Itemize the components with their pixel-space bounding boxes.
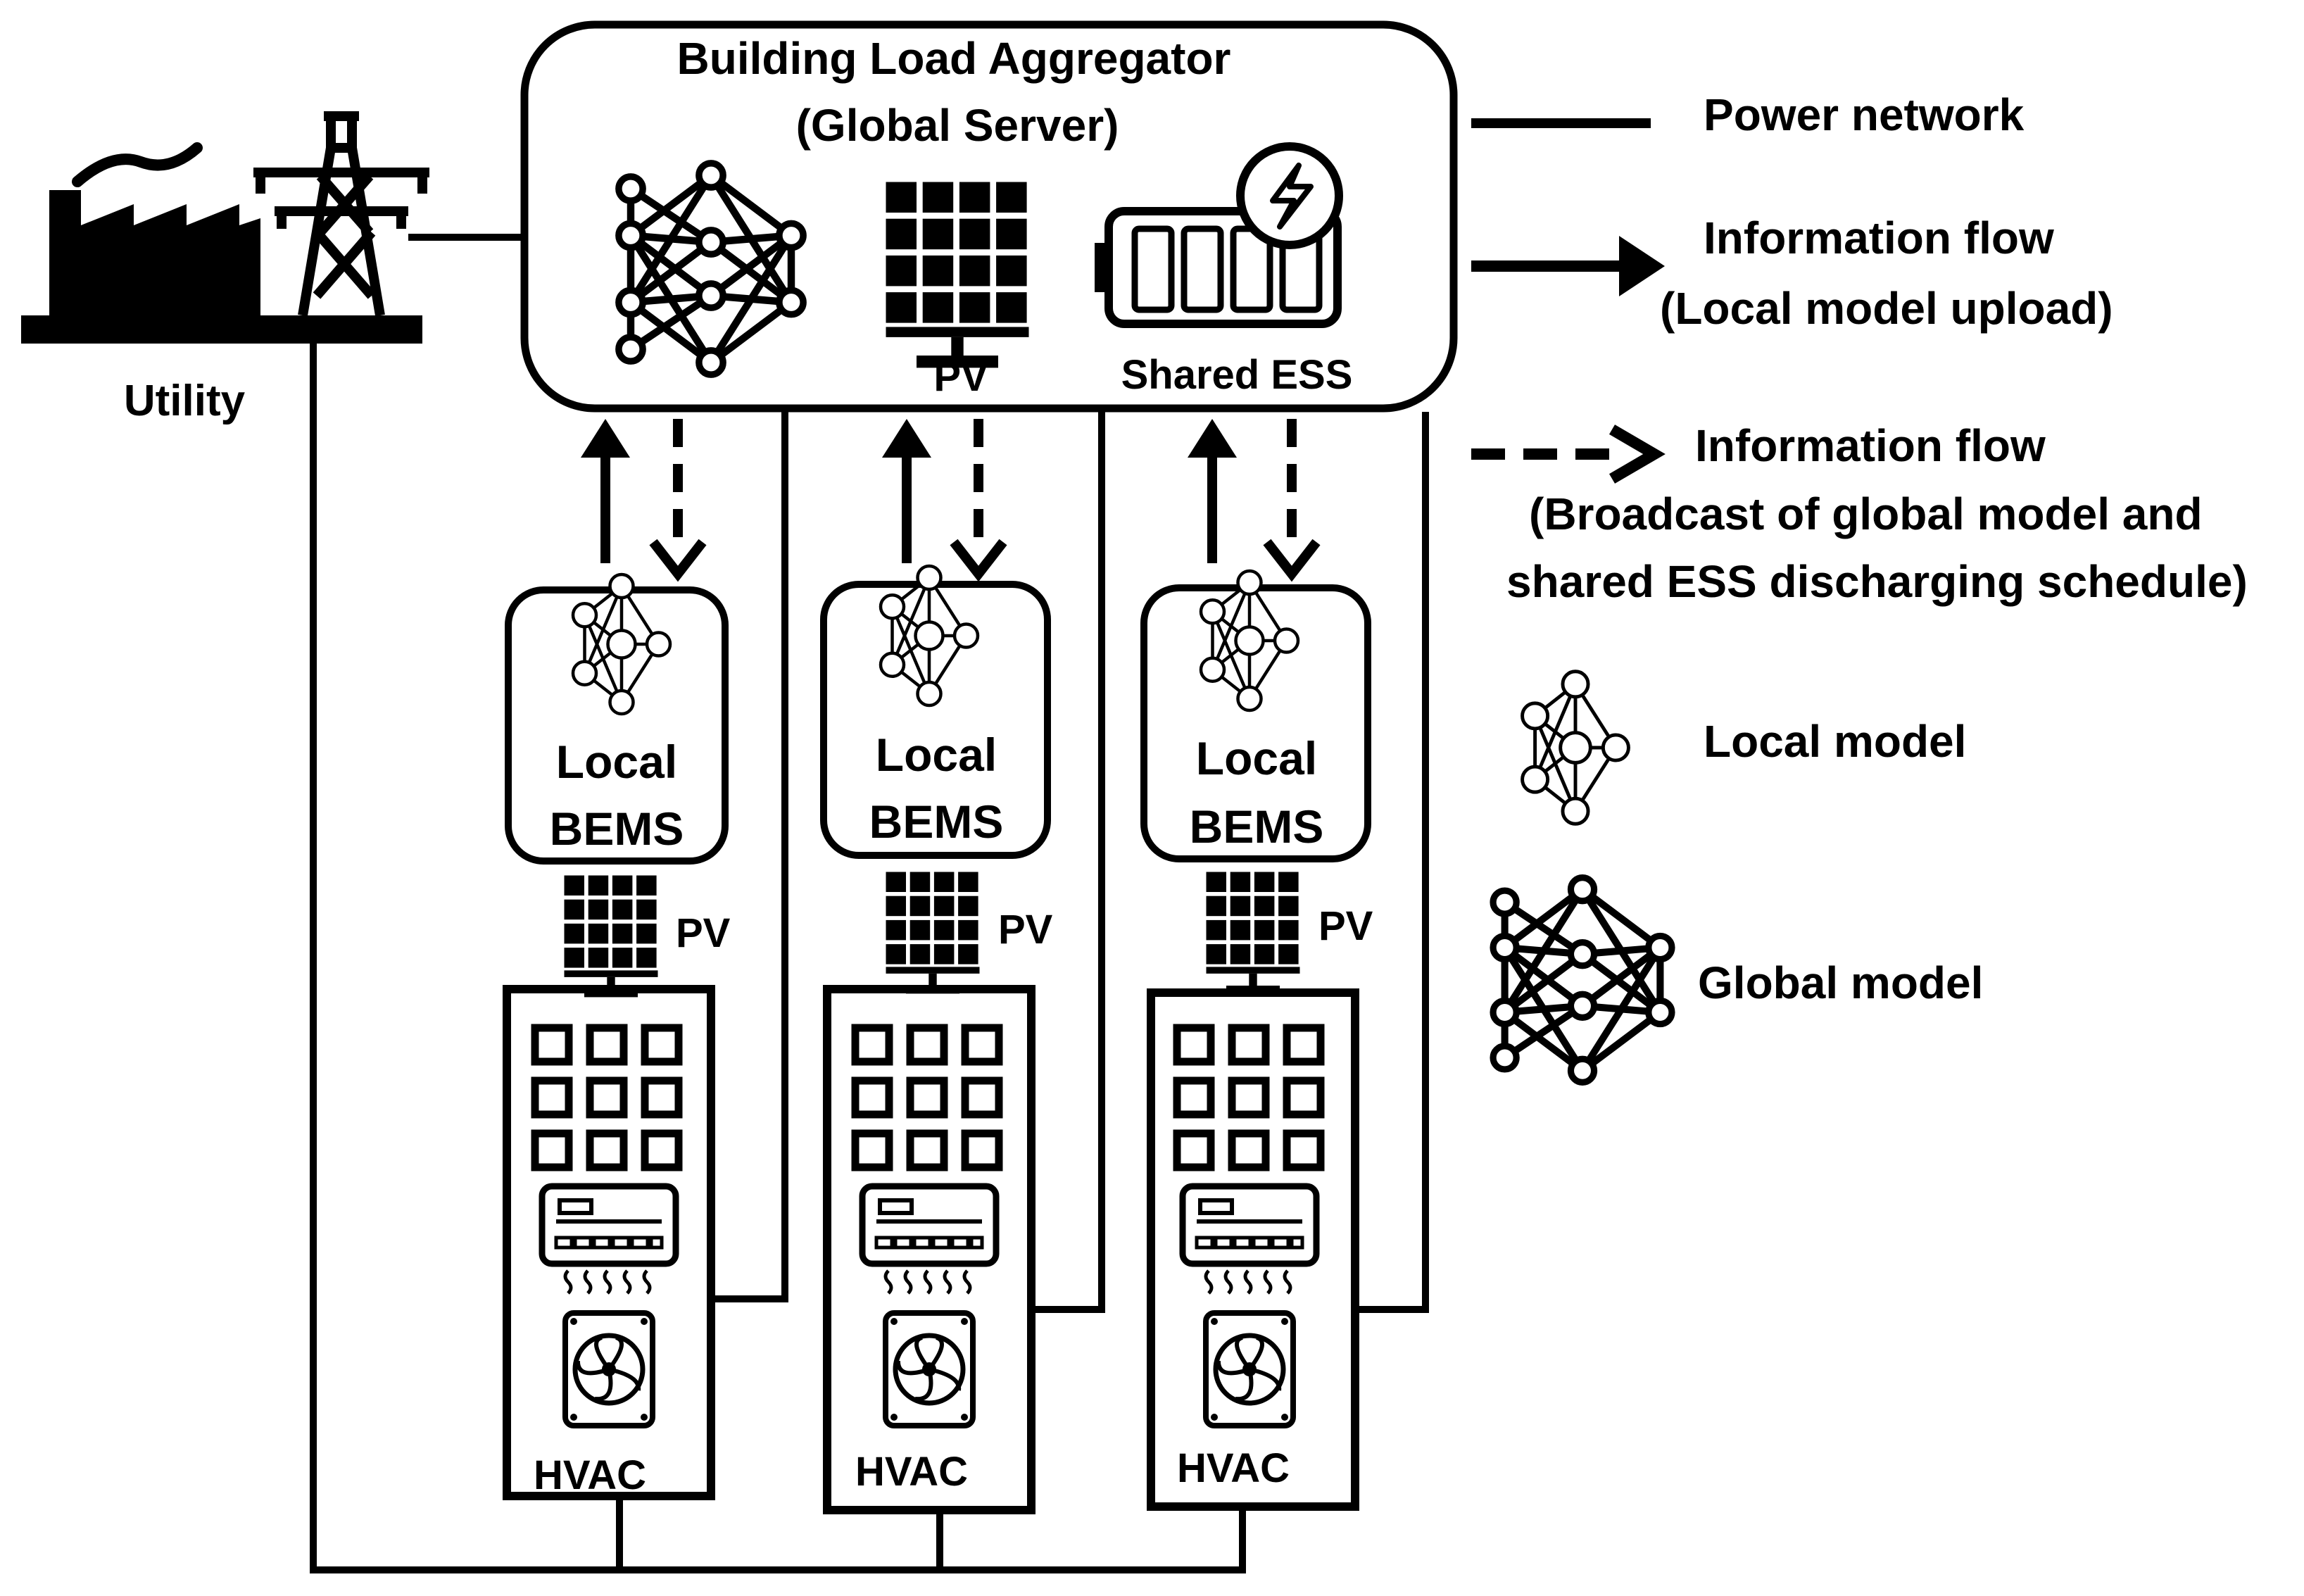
upload-arrows — [581, 419, 1237, 563]
legend-local-model-label: Local model — [1704, 716, 1966, 767]
power-network-lines — [310, 234, 1429, 1573]
building-2-pv-icon — [886, 872, 980, 994]
building-1-hvac-label: HVAC — [534, 1452, 646, 1498]
building-1-bems-line2: BEMS — [550, 803, 684, 855]
building-2-hvac-label: HVAC — [855, 1449, 968, 1495]
building-1-pv-icon — [564, 875, 658, 998]
legend-global-model-label: Global model — [1698, 957, 1983, 1008]
shared-ess-label: Shared ESS — [1121, 352, 1353, 398]
legend-upload-label-2: (Local model upload) — [1660, 283, 2113, 334]
legend-upload-arrow-icon — [1471, 236, 1665, 296]
legend-broadcast-label-2: (Broadcast of global model and — [1529, 489, 2203, 539]
building-3-pv-label: PV — [1318, 903, 1373, 949]
building-3-bems-line2: BEMS — [1190, 800, 1324, 853]
building-1-pv-label: PV — [676, 910, 731, 956]
legend: Power network Information flow (Local mo… — [1471, 89, 2248, 1082]
legend-broadcast-arrow-icon — [1471, 425, 1666, 484]
building-3-hvac-label: HVAC — [1177, 1445, 1290, 1491]
legend-local-model-icon — [1523, 672, 1629, 824]
building-2-bems-line2: BEMS — [869, 796, 1004, 848]
legend-power-label: Power network — [1704, 89, 2025, 140]
utility-label: Utility — [124, 377, 246, 425]
building-3-bems-line1: Local — [1196, 732, 1317, 784]
building-2 — [820, 566, 1051, 1514]
broadcast-arrows — [649, 419, 1321, 582]
legend-global-model-icon — [1493, 878, 1672, 1083]
aggregator-pv-label: PV — [933, 354, 988, 400]
aggregator-subtitle: (Global Server) — [796, 100, 1119, 151]
building-3-pv-icon — [1206, 872, 1300, 994]
building-2-bems-line1: Local — [876, 729, 997, 781]
legend-upload-label-1: Information flow — [1704, 213, 2054, 263]
building-2-pv-label: PV — [998, 907, 1053, 953]
building-1-bems-line1: Local — [556, 736, 677, 788]
building-3 — [1140, 571, 1371, 1511]
shared-ess-icon — [1095, 142, 1343, 328]
aggregator-title: Building Load Aggregator — [677, 33, 1231, 84]
legend-broadcast-label-3: shared ESS discharging schedule) — [1506, 556, 2248, 607]
building-1 — [503, 574, 729, 1500]
utility-icon — [21, 111, 429, 344]
legend-broadcast-label-1: Information flow — [1695, 420, 2046, 471]
